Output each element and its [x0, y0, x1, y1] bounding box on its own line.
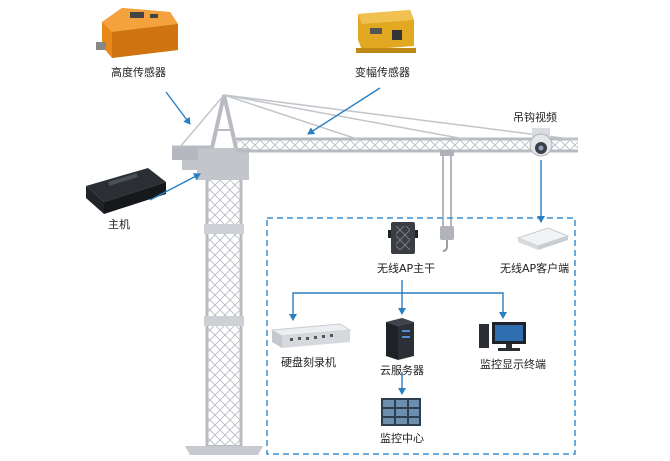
amplitude-sensor-image	[356, 10, 416, 53]
wireless-ap-main-image	[388, 222, 418, 254]
label-hook-video: 吊钩视频	[513, 111, 557, 124]
crane-base	[185, 446, 263, 455]
crane-trolley	[440, 150, 454, 156]
label-monitor-terminal: 监控显示终端	[480, 358, 546, 371]
cloud-server-image	[386, 318, 414, 360]
arrow-to-hdd-recorder	[289, 292, 402, 321]
crane-hook	[440, 226, 454, 252]
crane-cab	[197, 148, 249, 180]
height-sensor-image	[96, 8, 178, 58]
arrow-amplitude-sensor	[307, 87, 381, 135]
crane-jib	[236, 137, 578, 153]
hdd-recorder-image	[270, 323, 352, 348]
label-amplitude-sensor: 变幅传感器	[355, 66, 410, 79]
connection-arrows	[149, 87, 545, 395]
label-cloud-server: 云服务器	[380, 364, 424, 377]
arrow-to-monitor-terminal	[402, 292, 507, 319]
crane-tie-ropes	[179, 94, 579, 148]
label-hdd-recorder: 硬盘刻录机	[281, 356, 336, 369]
crane-tower-head	[210, 94, 238, 149]
hook-camera-image	[529, 128, 553, 157]
crane-mast	[204, 177, 244, 447]
monitor-terminal-image	[479, 322, 526, 351]
tower-crane	[172, 94, 579, 455]
arrow-host	[149, 173, 201, 201]
arrow-height-sensor	[165, 91, 191, 125]
label-wireless-ap-client: 无线AP客户端	[500, 262, 570, 275]
host-image	[86, 168, 166, 214]
network-dashed-box	[266, 217, 576, 455]
label-wireless-ap-main: 无线AP主干	[377, 262, 436, 275]
label-height-sensor: 高度传感器	[111, 66, 166, 79]
label-monitor-center: 监控中心	[380, 432, 424, 445]
label-host: 主机	[108, 218, 130, 231]
monitor-center-image	[381, 398, 421, 426]
wireless-ap-client-image	[516, 227, 570, 250]
